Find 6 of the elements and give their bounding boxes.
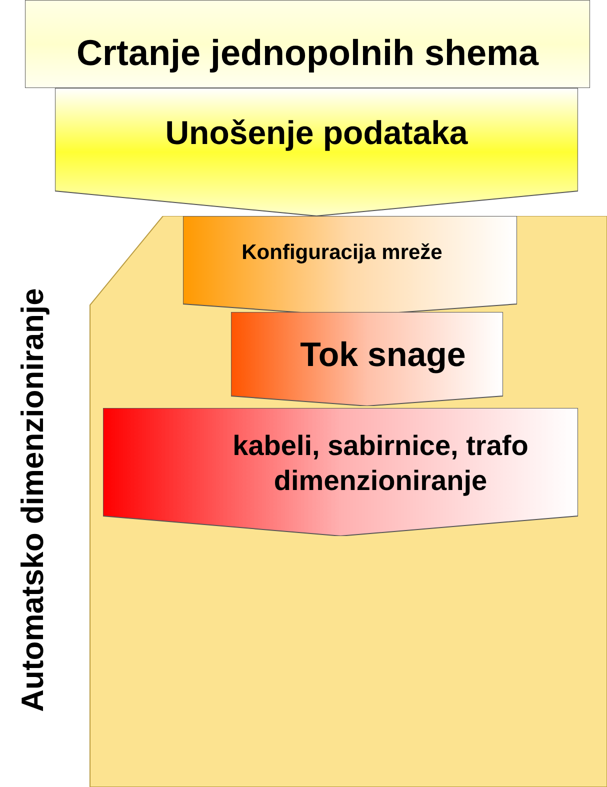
banner-text: Unošenje podataka xyxy=(165,113,468,153)
vertical-heading: Automatsko dimenzioniranje xyxy=(14,287,51,714)
banner-text: Tok snage xyxy=(300,335,466,376)
banner-text: Crtanje jednopolnih shema xyxy=(76,31,539,75)
banner-text: kabeli, sabirnice, trafo dimenzioniranje xyxy=(232,429,530,498)
banner-text: Konfiguracija mreže xyxy=(242,240,442,266)
